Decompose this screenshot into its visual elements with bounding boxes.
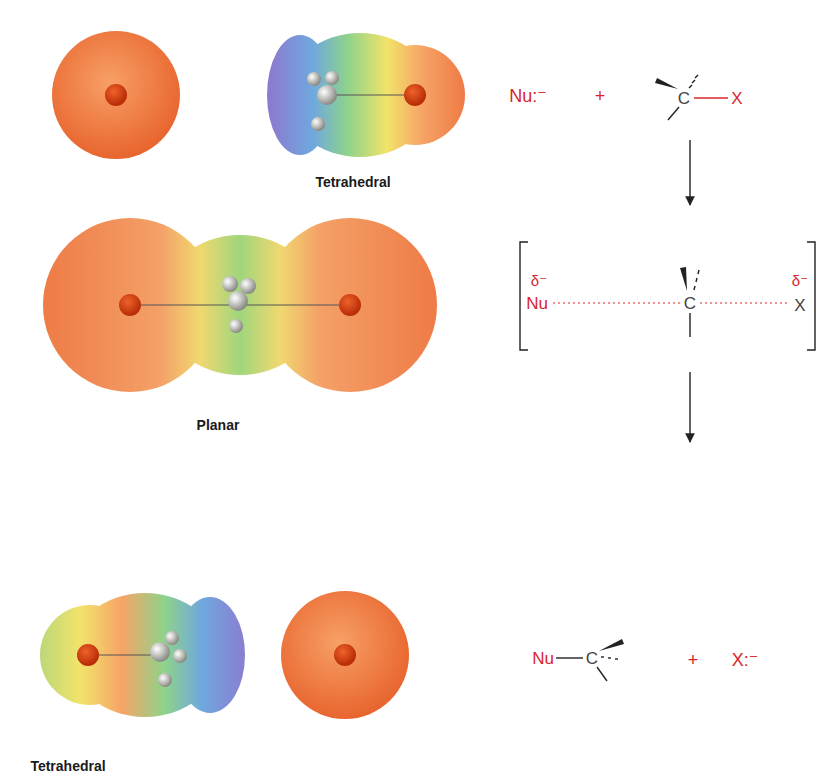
carbon-atom: C xyxy=(684,295,696,312)
nucleophile: Nu:⁻ xyxy=(509,87,547,105)
geometry-label: Tetrahedral xyxy=(30,759,105,773)
partial-charge: δ⁻ xyxy=(531,273,547,288)
carbon-atom: C xyxy=(586,650,598,667)
carbon-atom: C xyxy=(678,90,690,107)
leaving-group: X xyxy=(731,90,742,107)
nucleophile: Nu xyxy=(532,650,554,667)
nucleophile: Nu xyxy=(526,295,548,312)
partial-charge: δ⁻ xyxy=(792,273,808,288)
leaving-group: X xyxy=(794,297,805,314)
geometry-label: Planar xyxy=(197,418,240,432)
leaving-group: X:⁻ xyxy=(732,651,759,669)
plus-sign: + xyxy=(688,651,699,669)
geometry-label: Tetrahedral xyxy=(315,175,390,189)
plus-sign: + xyxy=(595,87,606,105)
